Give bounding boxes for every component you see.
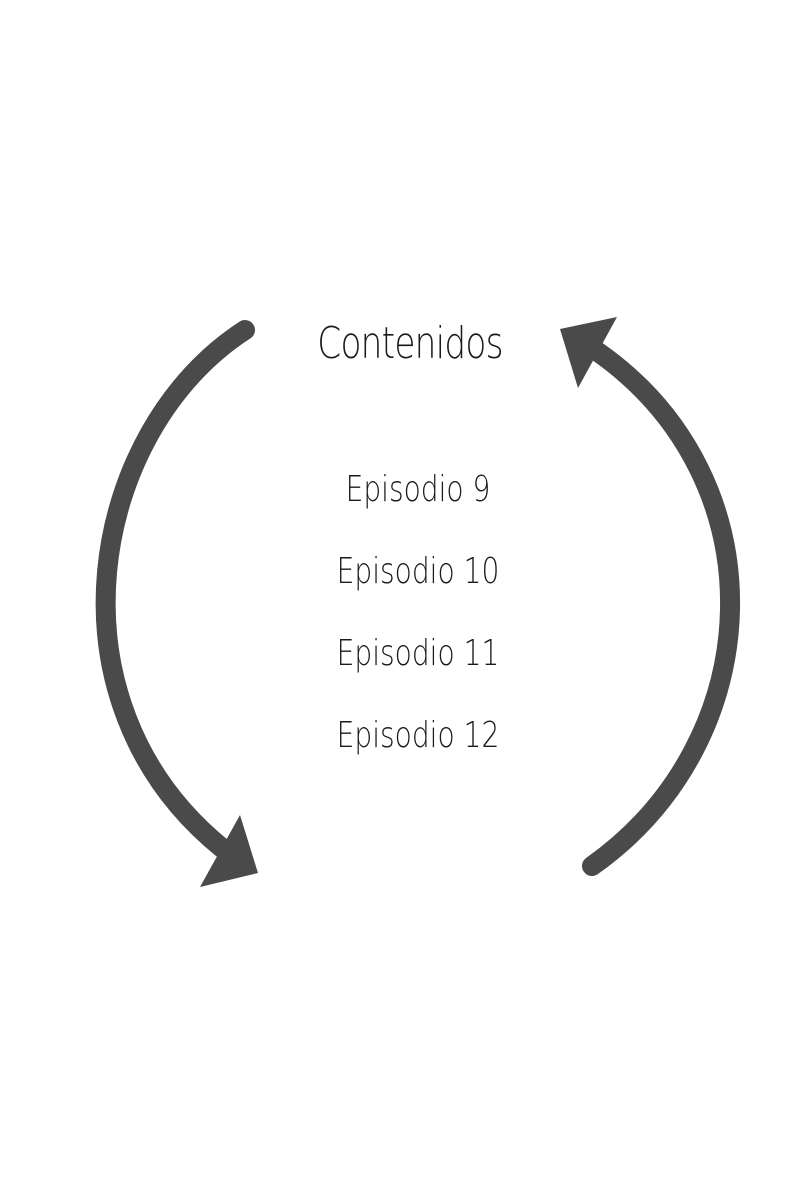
page-title: Contenidos (317, 318, 503, 369)
toc-item-episode-10: Episodio 10 (336, 551, 500, 592)
curved-arrow-down-icon (95, 320, 258, 887)
curved-arrow-up-icon (560, 317, 741, 876)
toc-item-episode-11: Episodio 11 (336, 633, 500, 674)
toc-item-episode-9: Episodio 9 (345, 469, 491, 510)
table-of-contents: Episodio 9 Episodio 10 Episodio 11 Episo… (92, 466, 744, 794)
toc-item-episode-12: Episodio 12 (336, 715, 500, 756)
